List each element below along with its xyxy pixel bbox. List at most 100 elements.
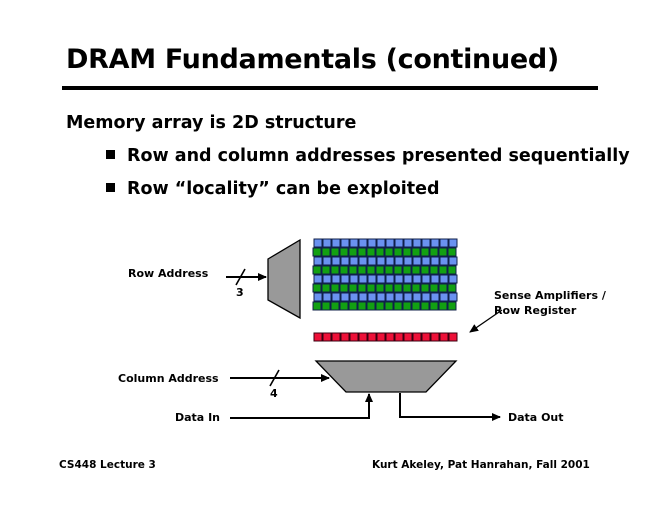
memory-cell xyxy=(394,292,404,302)
memory-cell xyxy=(412,256,422,266)
memory-cell xyxy=(438,283,448,293)
memory-cell xyxy=(339,247,349,257)
memory-cell xyxy=(393,301,403,311)
memory-cell xyxy=(402,247,412,257)
register-cell xyxy=(358,332,368,342)
register-cell xyxy=(394,332,404,342)
sense-amp-label-line1: Sense Amplifiers / xyxy=(494,289,607,302)
memory-cell xyxy=(366,301,376,311)
memory-cell xyxy=(348,265,358,275)
memory-cell xyxy=(367,274,377,284)
memory-cell xyxy=(357,265,367,275)
memory-cell xyxy=(376,256,386,266)
memory-cell xyxy=(448,238,458,248)
memory-cell xyxy=(429,283,439,293)
memory-cell xyxy=(348,247,358,257)
memory-cell xyxy=(340,238,350,248)
memory-cell xyxy=(447,247,457,257)
memory-cell xyxy=(366,265,376,275)
register-cell xyxy=(331,332,341,342)
memory-cell xyxy=(330,265,340,275)
register-cell xyxy=(322,332,332,342)
memory-cell xyxy=(439,292,449,302)
memory-cell xyxy=(420,265,430,275)
memory-cell xyxy=(439,256,449,266)
memory-cell xyxy=(376,292,386,302)
memory-cell xyxy=(313,292,323,302)
register-cell xyxy=(430,332,440,342)
memory-cell xyxy=(448,256,458,266)
memory-cell xyxy=(312,247,322,257)
memory-cell xyxy=(339,301,349,311)
register-cell xyxy=(385,332,395,342)
memory-cell xyxy=(331,238,341,248)
memory-cell xyxy=(411,283,421,293)
memory-cell xyxy=(385,274,395,284)
memory-cell xyxy=(448,292,458,302)
memory-cell xyxy=(376,274,386,284)
memory-cell xyxy=(367,238,377,248)
memory-cell xyxy=(339,265,349,275)
memory-cell xyxy=(421,256,431,266)
memory-cell xyxy=(348,301,358,311)
bullet-square-icon xyxy=(106,182,115,192)
row-address-label: Row Address xyxy=(128,267,209,280)
memory-cell xyxy=(438,247,448,257)
memory-cell xyxy=(438,301,448,311)
memory-cell xyxy=(358,238,368,248)
bullet-item: Row “locality” can be exploited xyxy=(106,179,440,199)
memory-cell xyxy=(367,256,377,266)
bullet-text: Row and column addresses presented seque… xyxy=(127,146,630,166)
memory-cell xyxy=(321,247,331,257)
memory-cell xyxy=(375,301,385,311)
slide-title: DRAM Fundamentals (continued) xyxy=(66,44,559,75)
memory-cell xyxy=(439,274,449,284)
column-mux xyxy=(314,360,458,393)
column-address-label: Column Address xyxy=(118,372,219,385)
memory-cell xyxy=(412,274,422,284)
memory-cell xyxy=(411,247,421,257)
bullet-text: Row “locality” can be exploited xyxy=(127,179,440,199)
memory-cell xyxy=(312,283,322,293)
memory-cell xyxy=(429,247,439,257)
row-decoder xyxy=(267,238,301,320)
bullet-item: Row and column addresses presented seque… xyxy=(106,146,630,166)
memory-cell xyxy=(421,292,431,302)
memory-cell xyxy=(394,256,404,266)
memory-cell xyxy=(420,247,430,257)
memory-cell xyxy=(358,292,368,302)
bullet-square-icon xyxy=(106,149,115,159)
memory-cell xyxy=(384,265,394,275)
memory-cell xyxy=(321,265,331,275)
memory-cell xyxy=(339,283,349,293)
memory-cell xyxy=(411,301,421,311)
memory-cell xyxy=(349,238,359,248)
sense-amp-label-line2: Row Register xyxy=(494,304,577,317)
memory-cell xyxy=(376,238,386,248)
memory-cell xyxy=(394,274,404,284)
register-cell xyxy=(340,332,350,342)
memory-cell xyxy=(429,301,439,311)
memory-cell xyxy=(421,274,431,284)
memory-cell xyxy=(312,301,322,311)
memory-cell xyxy=(448,274,458,284)
memory-cell xyxy=(393,265,403,275)
memory-cell xyxy=(357,247,367,257)
memory-cell xyxy=(340,274,350,284)
register-cell xyxy=(367,332,377,342)
register-cell xyxy=(448,332,458,342)
memory-cell xyxy=(321,283,331,293)
memory-cell xyxy=(412,292,422,302)
memory-cell xyxy=(420,283,430,293)
memory-cell xyxy=(447,265,457,275)
memory-cell xyxy=(393,283,403,293)
bus-width-slash xyxy=(235,268,246,286)
memory-cell xyxy=(429,265,439,275)
memory-cell xyxy=(313,238,323,248)
memory-cell xyxy=(313,256,323,266)
memory-cell xyxy=(447,301,457,311)
memory-cell xyxy=(366,247,376,257)
memory-cell xyxy=(402,283,412,293)
register-cell xyxy=(421,332,431,342)
memory-cell xyxy=(411,265,421,275)
